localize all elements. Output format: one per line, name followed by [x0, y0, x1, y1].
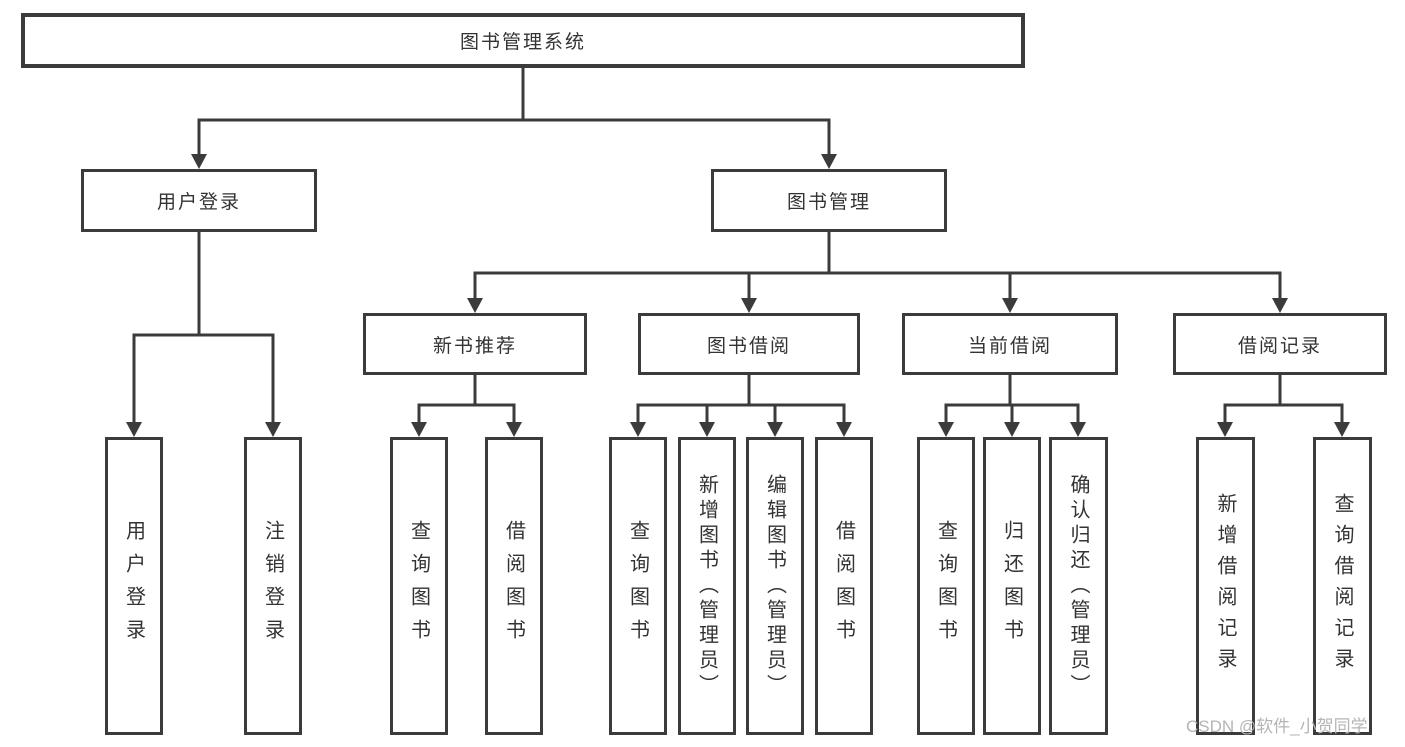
node-current-borrowing: 当前借阅: [902, 313, 1118, 375]
leaf-query-borrow-record: 查询借阅记录: [1313, 437, 1372, 735]
connector-path: [197, 68, 831, 157]
connector-path: [1223, 375, 1344, 425]
leaf-user-login: 用户登录: [105, 437, 163, 735]
leaf-confirm-return-admin: 确认归还（管理员）: [1049, 437, 1108, 735]
connector-path: [473, 232, 1282, 301]
node-root-library-system: 图书管理系统: [21, 13, 1025, 68]
leaf-add-borrow-record: 新增借阅记录: [1196, 437, 1255, 735]
node-user-login: 用户登录: [81, 169, 317, 232]
leaf-query-books-borrowing: 查询图书: [609, 437, 667, 735]
connector-path: [417, 375, 516, 425]
leaf-borrow-books: 借阅图书: [815, 437, 873, 735]
arrowhead-icons: [126, 154, 1350, 437]
leaf-add-book-admin: 新增图书（管理员）: [678, 437, 736, 735]
watermark: CSDN @软件_小贺同学: [1186, 717, 1368, 736]
connector-path: [132, 232, 275, 425]
leaf-query-books-current: 查询图书: [917, 437, 975, 735]
leaf-borrow-books-recommend: 借阅图书: [485, 437, 543, 735]
node-borrowing-records: 借阅记录: [1173, 313, 1387, 375]
connector-path: [636, 375, 846, 425]
node-book-management: 图书管理: [711, 169, 947, 232]
node-new-book-recommend: 新书推荐: [363, 313, 587, 375]
connector-path: [944, 375, 1080, 425]
leaf-return-books: 归还图书: [983, 437, 1041, 735]
node-book-borrowing: 图书借阅: [638, 313, 860, 375]
leaf-query-books-recommend: 查询图书: [390, 437, 448, 735]
leaf-logout: 注销登录: [244, 437, 302, 735]
leaf-edit-book-admin: 编辑图书（管理员）: [746, 437, 804, 735]
